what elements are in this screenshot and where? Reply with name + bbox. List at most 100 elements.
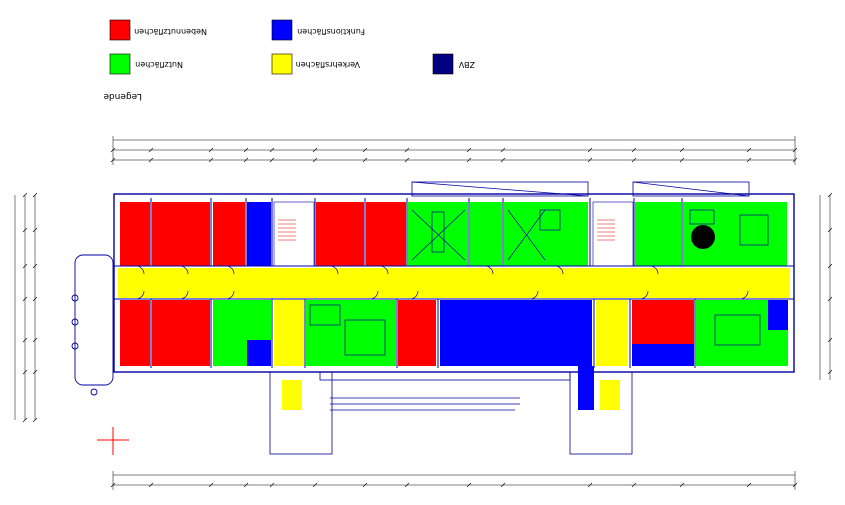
dimension-tick	[827, 296, 833, 302]
dimension-tick	[587, 482, 593, 488]
dimension-tick	[404, 147, 410, 153]
annex-yellow-east	[600, 380, 620, 410]
legend-swatch-verkehr	[271, 53, 293, 75]
building	[71, 181, 795, 455]
room-north-8	[470, 202, 502, 266]
dimension-tick	[22, 227, 28, 233]
dimension-tick	[746, 157, 752, 163]
furniture	[309, 209, 769, 356]
dimension-tick	[312, 482, 318, 488]
dimension-tick	[466, 157, 472, 163]
west-stair-tower	[71, 254, 114, 396]
dimension-tick	[404, 482, 410, 488]
dimension-tick	[466, 147, 472, 153]
dimension-tick	[746, 147, 752, 153]
room-north-4	[247, 202, 271, 266]
dimension-tick	[22, 369, 28, 375]
dimension-tick	[110, 147, 116, 153]
room-south-1	[120, 300, 150, 366]
legend-swatch-funktion	[271, 19, 293, 41]
legend-label-nutz: Nutzflächen	[135, 60, 183, 69]
origin-marker	[97, 427, 129, 455]
annex-yellow-west	[282, 380, 302, 410]
dimension-tick	[243, 147, 249, 153]
dimension-tick	[22, 296, 28, 302]
corridor	[118, 268, 790, 298]
round-feature	[691, 225, 715, 249]
dimension-tick	[827, 369, 833, 375]
north-bays	[411, 181, 750, 197]
dimension-tick	[500, 147, 506, 153]
dimension-tick	[827, 263, 833, 269]
room-north-2	[152, 202, 210, 266]
legend-label-verkehr: Verkehrsflächen	[296, 60, 360, 69]
dimension-tick	[679, 147, 685, 153]
dimension-tick	[148, 482, 154, 488]
room-south-5	[274, 300, 304, 366]
dimension-tick	[208, 157, 214, 163]
dimension-tick	[312, 157, 318, 163]
dimension-tick	[362, 147, 368, 153]
room-north-5	[316, 202, 364, 266]
dimension-tick	[32, 337, 38, 343]
dimension-tick	[243, 157, 249, 163]
dimension-tick	[22, 337, 28, 343]
dimension-tick	[827, 192, 833, 198]
room-north-3	[213, 202, 245, 266]
dimension-tick	[32, 369, 38, 375]
room-south-4	[247, 340, 271, 366]
annex-blue-east	[578, 366, 594, 410]
legend-label-zbv: ZBV	[458, 60, 475, 69]
room-south-2	[152, 300, 210, 366]
room-south-12b	[768, 300, 788, 330]
dimension-tick	[22, 192, 28, 198]
dimension-tick	[631, 157, 637, 163]
legend-label-nebennutz: Nebennutzflächen	[134, 27, 207, 36]
dimension-tick	[243, 482, 249, 488]
dimension-tick	[32, 417, 38, 423]
dimension-tick	[32, 192, 38, 198]
dimension-tick	[362, 482, 368, 488]
dimension-tick	[32, 296, 38, 302]
dimension-tick	[792, 157, 798, 163]
dimension-tick	[679, 157, 685, 163]
dimension-tick	[110, 157, 116, 163]
dimension-tick	[679, 482, 685, 488]
legend: Nebennutzflächen Funktionsflächen Nutzfl…	[103, 19, 475, 101]
room-north-10	[635, 202, 681, 266]
dimension-tick	[22, 417, 28, 423]
dimension-tick	[312, 147, 318, 153]
dimension-tick	[269, 482, 275, 488]
dimension-tick	[792, 147, 798, 153]
dimension-tick	[827, 227, 833, 233]
dimension-lines	[14, 136, 831, 490]
dimension-tick	[110, 482, 116, 488]
dimension-tick	[362, 157, 368, 163]
dimension-tick	[500, 157, 506, 163]
room-north-9	[504, 202, 588, 266]
room-south-8	[440, 300, 592, 366]
dimension-tick	[746, 482, 752, 488]
dimension-tick	[500, 482, 506, 488]
dimension-tick	[208, 482, 214, 488]
room-south-11	[632, 344, 694, 366]
room-south-9	[596, 300, 628, 366]
legend-title: Legende	[103, 91, 142, 101]
dimension-ticks	[22, 147, 833, 488]
room-north-stair-1	[273, 201, 315, 267]
room-north-7	[408, 202, 468, 266]
dimension-tick	[587, 157, 593, 163]
dimension-tick	[32, 263, 38, 269]
stairs	[278, 219, 615, 241]
dimension-tick	[32, 227, 38, 233]
room-south-6	[306, 300, 396, 366]
dimension-tick	[269, 157, 275, 163]
room-north-stair-2	[592, 201, 634, 267]
room-north-1	[120, 202, 150, 266]
dimension-tick	[148, 157, 154, 163]
legend-label-funktion: Funktionsflächen	[297, 27, 365, 36]
room-north-6	[366, 202, 406, 266]
dimension-tick	[404, 157, 410, 163]
dimension-tick	[148, 147, 154, 153]
